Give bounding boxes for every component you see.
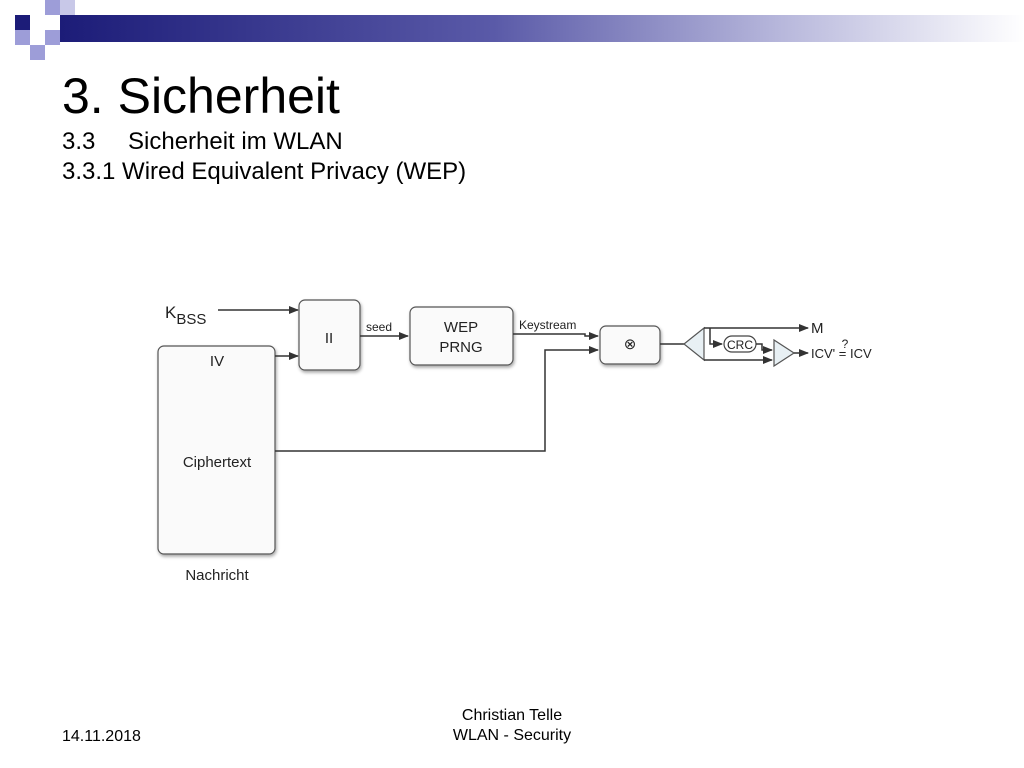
header-decoration bbox=[15, 0, 1024, 60]
ciphertext-label: Ciphertext bbox=[183, 454, 252, 471]
m-label: M bbox=[811, 320, 824, 337]
deco-square-lavender-1 bbox=[45, 0, 60, 15]
slide-subsubtitle: 3.3.1 Wired Equivalent Privacy (WEP) bbox=[62, 158, 467, 185]
prng-box bbox=[409, 306, 514, 366]
k-subscript: BSS bbox=[176, 311, 206, 328]
keystream-label: Keystream bbox=[519, 318, 576, 332]
message-box bbox=[157, 345, 276, 555]
arrow-to-crc bbox=[709, 328, 723, 348]
footer-author-block: Christian Telle WLAN - Security bbox=[400, 706, 624, 746]
deco-square-lavender-5 bbox=[60, 0, 75, 15]
subtitle-number: 3.3 bbox=[62, 128, 96, 155]
footer-topic: WLAN - Security bbox=[452, 727, 572, 744]
arrow-ciphertext-to-xor bbox=[275, 346, 599, 452]
concat-label: II bbox=[325, 330, 333, 347]
footer-author: Christian Telle bbox=[461, 707, 563, 724]
compare-triangle bbox=[773, 338, 796, 368]
xor-symbol: ⊗ bbox=[624, 336, 637, 353]
deco-square-lavender-4 bbox=[30, 45, 45, 60]
deco-square-navy bbox=[15, 15, 30, 30]
prng-label-line1: WEP bbox=[444, 319, 478, 336]
subtitle-text: Sicherheit im WLAN bbox=[128, 128, 343, 155]
compare-label: ICV' = ICV bbox=[811, 346, 872, 361]
prng-label-line2: PRNG bbox=[439, 339, 482, 356]
split-triangle bbox=[683, 326, 705, 362]
compare-question: ? bbox=[842, 337, 849, 351]
crc-label: CRC bbox=[727, 338, 753, 352]
k-label: KBSS bbox=[165, 303, 206, 328]
arrow-keystream bbox=[513, 332, 599, 340]
deco-square-lavender-3 bbox=[45, 30, 60, 45]
header-band bbox=[60, 15, 1024, 42]
slide-title: 3. Sicherheit bbox=[62, 68, 340, 124]
message-label: Nachricht bbox=[185, 567, 249, 584]
slide-subtitle: 3.3 Sicherheit im WLAN bbox=[62, 128, 466, 156]
arrow-crc-to-compare bbox=[756, 343, 773, 354]
concat-box bbox=[298, 299, 361, 371]
deco-square-lavender-2 bbox=[15, 30, 30, 45]
xor-box bbox=[599, 325, 661, 365]
footer-date: 14.11.2018 bbox=[62, 728, 141, 745]
seed-label: seed bbox=[366, 320, 392, 334]
title-block: 3. Sicherheit 3.3 Sicherheit im WLAN 3.3.… bbox=[62, 68, 466, 186]
iv-label: IV bbox=[210, 353, 224, 370]
